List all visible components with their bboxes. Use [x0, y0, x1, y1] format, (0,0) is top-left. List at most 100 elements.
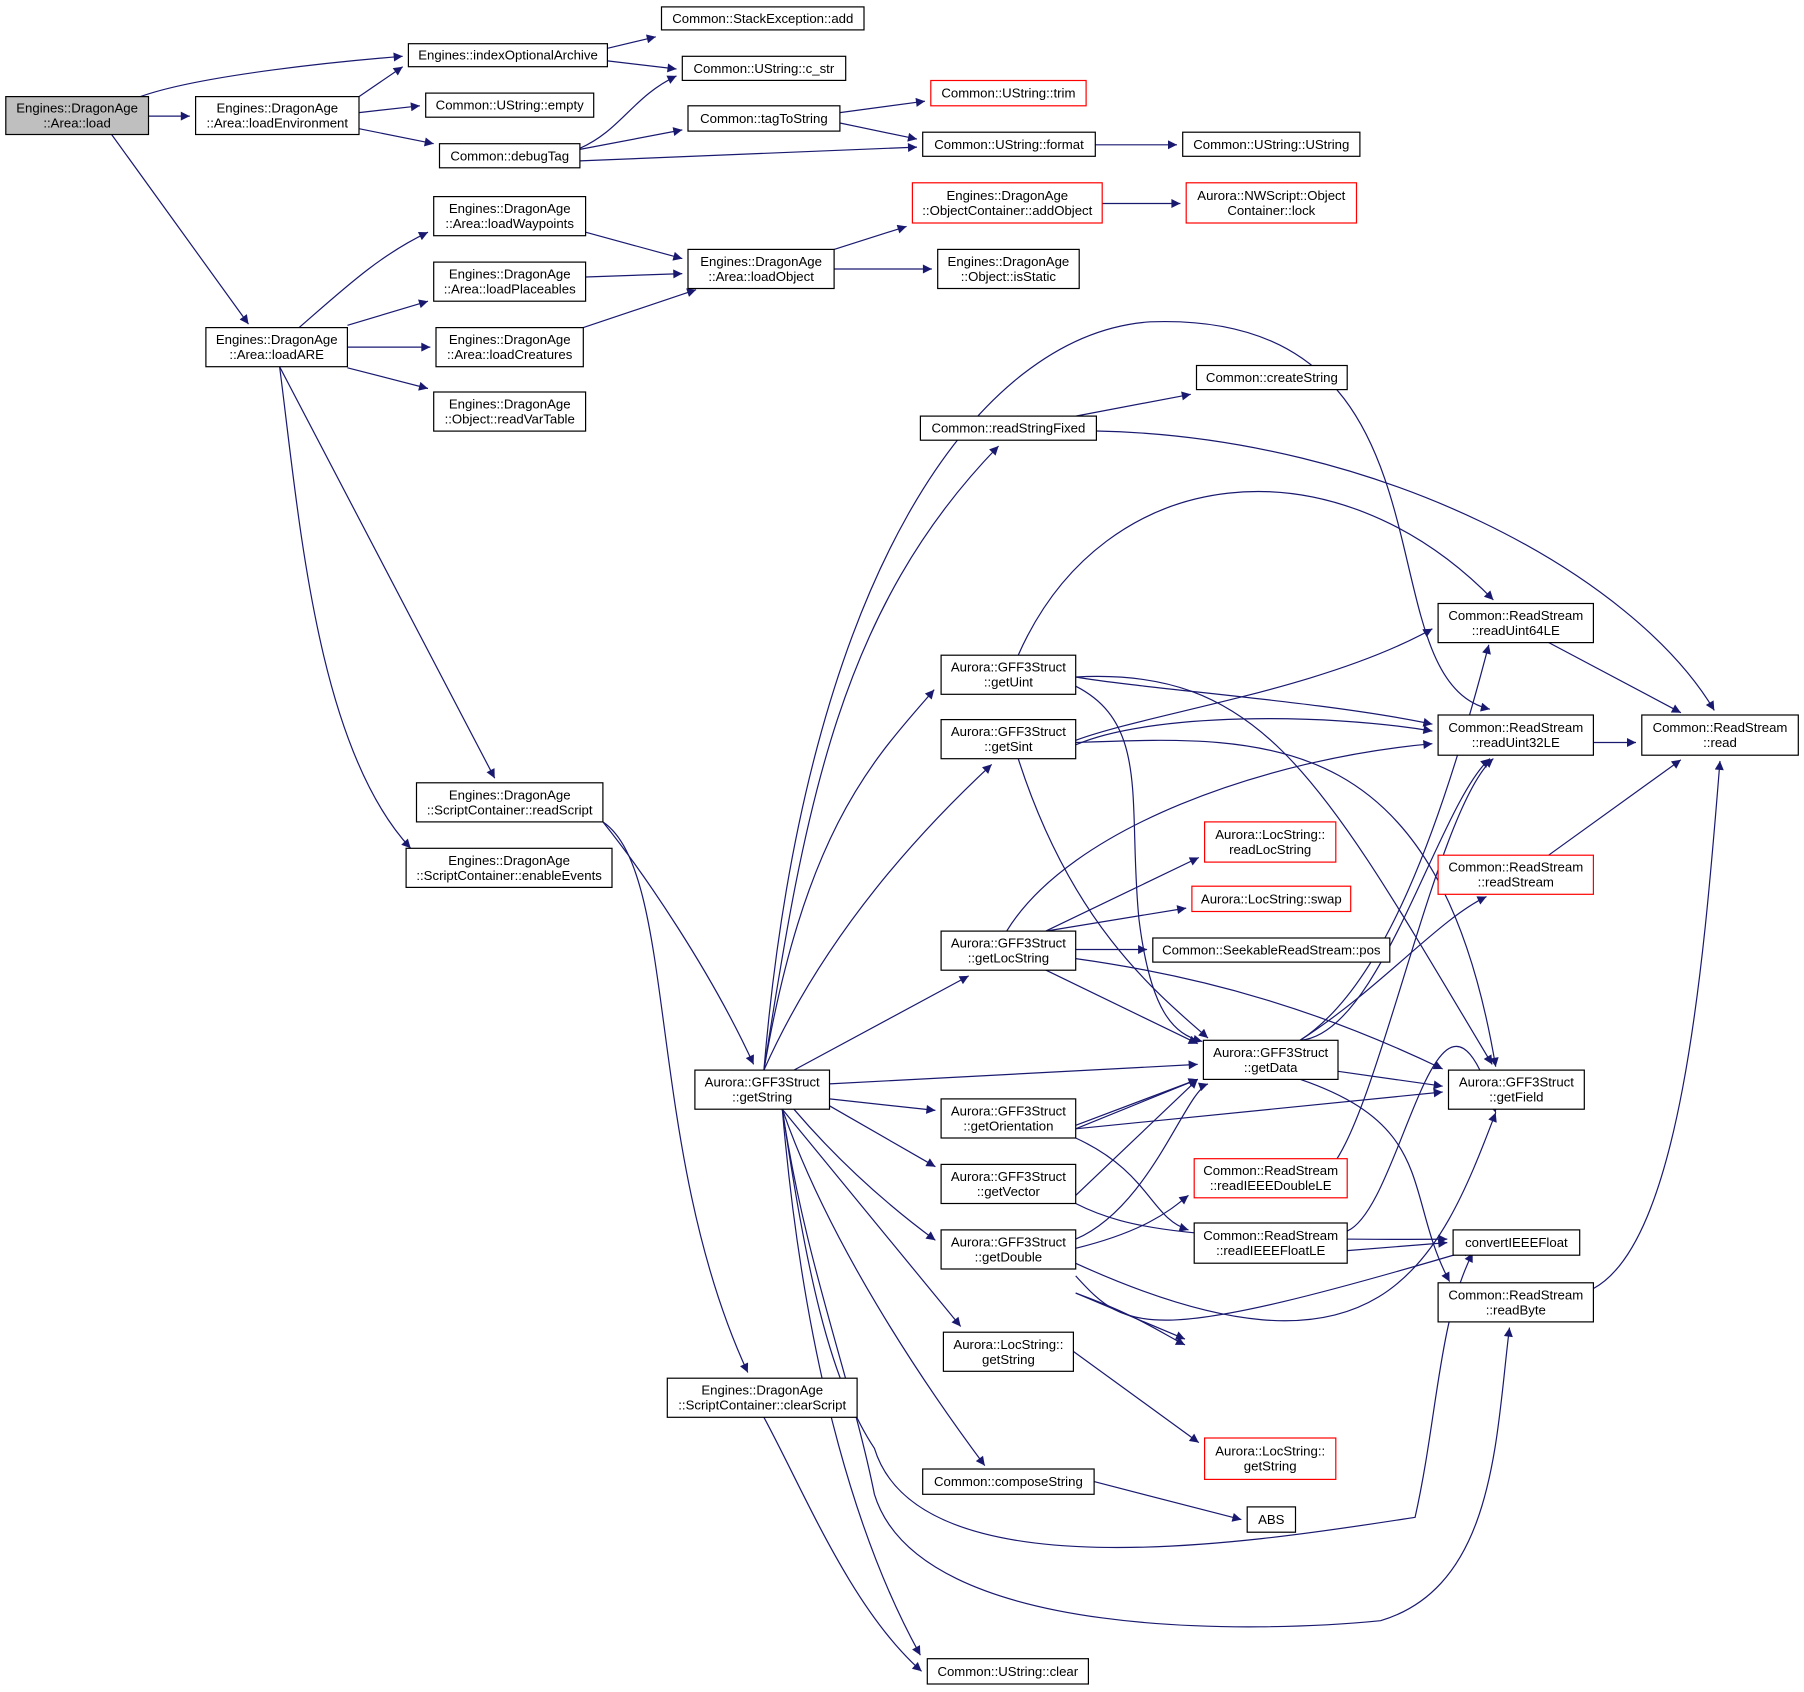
node-loadenv[interactable]: Engines::DragonAge::Area::loadEnvironmen… [195, 95, 360, 136]
node-box[interactable] [1437, 714, 1594, 756]
node-composestring[interactable]: Common::composeString [922, 1468, 1095, 1495]
node-box[interactable] [1193, 1158, 1348, 1199]
node-box[interactable] [5, 95, 150, 136]
node-clear[interactable]: Common::UString::clear [926, 1658, 1089, 1685]
node-box[interactable] [1203, 1437, 1337, 1481]
node-locgetstring1[interactable]: Aurora::LocString::getString [942, 1331, 1075, 1372]
node-box[interactable] [940, 1098, 1077, 1139]
node-abs[interactable]: ABS [1246, 1506, 1297, 1533]
node-box[interactable] [425, 92, 595, 118]
node-box[interactable] [1203, 821, 1337, 863]
node-box[interactable] [1193, 1222, 1348, 1264]
node-box[interactable] [687, 105, 841, 132]
node-createstring[interactable]: Common::createString [1195, 364, 1348, 391]
node-enableevents[interactable]: Engines::DragonAge::ScriptContainer::ena… [405, 847, 613, 888]
node-readvartable[interactable]: Engines::DragonAge::Object::readVarTable [433, 391, 587, 432]
node-cstr[interactable]: Common::UString::c_str [681, 55, 847, 81]
node-box[interactable] [1437, 602, 1594, 644]
node-box[interactable] [940, 930, 1077, 971]
node-read[interactable]: Common::ReadStream::read [1641, 714, 1799, 756]
node-format[interactable]: Common::UString::format [922, 131, 1096, 157]
node-box[interactable] [1191, 885, 1352, 913]
node-convertfloat[interactable]: convertIEEEFloat [1452, 1229, 1581, 1256]
node-getuint[interactable]: Aurora::GFF3Struct::getUint [940, 654, 1077, 695]
node-readuint64[interactable]: Common::ReadStream::readUint64LE [1437, 602, 1594, 644]
node-box[interactable] [1437, 1282, 1594, 1323]
node-empty[interactable]: Common::UString::empty [425, 92, 595, 118]
node-box[interactable] [1185, 182, 1358, 224]
node-box[interactable] [435, 327, 584, 368]
node-tagtostring[interactable]: Common::tagToString [687, 105, 841, 132]
node-box[interactable] [694, 1069, 831, 1110]
node-getlocstring[interactable]: Aurora::GFF3Struct::getLocString [940, 930, 1077, 971]
node-ustring[interactable]: Common::UString::UString [1182, 131, 1361, 157]
node-getvector[interactable]: Aurora::GFF3Struct::getVector [940, 1163, 1077, 1205]
node-loadwaypoints[interactable]: Engines::DragonAge::Area::loadWaypoints [433, 196, 587, 237]
node-trim[interactable]: Common::UString::trim [930, 79, 1087, 107]
node-readlocstring[interactable]: Aurora::LocString::readLocString [1203, 821, 1337, 863]
node-box[interactable] [1447, 1069, 1585, 1110]
node-clearscript[interactable]: Engines::DragonAge::ScriptContainer::cle… [666, 1377, 858, 1418]
node-box[interactable] [666, 1377, 858, 1418]
node-box[interactable] [415, 782, 604, 823]
node-swap[interactable]: Aurora::LocString::swap [1191, 885, 1352, 913]
node-indexopt[interactable]: Engines::indexOptionalArchive [407, 43, 608, 68]
node-getdata[interactable]: Aurora::GFF3Struct::getData [1202, 1039, 1339, 1081]
node-box[interactable] [940, 654, 1077, 695]
node-box[interactable] [1246, 1506, 1297, 1533]
node-box[interactable] [438, 143, 581, 169]
node-box[interactable] [681, 55, 847, 81]
node-lock[interactable]: Aurora::NWScript::ObjectContainer::lock [1185, 182, 1358, 224]
node-stackadd[interactable]: Common::StackException::add [660, 6, 865, 31]
node-box[interactable] [940, 718, 1077, 760]
node-debugtag[interactable]: Common::debugTag [438, 143, 581, 169]
node-readuint32[interactable]: Common::ReadStream::readUint32LE [1437, 714, 1594, 756]
node-box[interactable] [1182, 131, 1361, 157]
node-getsint[interactable]: Aurora::GFF3Struct::getSint [940, 718, 1077, 760]
node-box[interactable] [926, 1658, 1089, 1685]
node-readieeefloat[interactable]: Common::ReadStream::readIEEEFloatLE [1193, 1222, 1348, 1264]
node-getorientation[interactable]: Aurora::GFF3Struct::getOrientation [940, 1098, 1077, 1139]
node-readieeedouble[interactable]: Common::ReadStream::readIEEEDoubleLE [1193, 1158, 1348, 1199]
node-pos[interactable]: Common::SeekableReadStream::pos [1152, 937, 1391, 963]
node-loadplaceables[interactable]: Engines::DragonAge::Area::loadPlaceables [433, 261, 587, 302]
node-getstring[interactable]: Aurora::GFF3Struct::getString [694, 1069, 831, 1110]
node-box[interactable] [1195, 364, 1348, 391]
node-box[interactable] [940, 1229, 1077, 1270]
node-box[interactable] [911, 182, 1103, 224]
node-box[interactable] [922, 131, 1096, 157]
node-box[interactable] [433, 391, 587, 432]
node-box[interactable] [1437, 854, 1594, 895]
node-box[interactable] [919, 415, 1098, 441]
node-box[interactable] [1152, 937, 1391, 963]
node-getdouble[interactable]: Aurora::GFF3Struct::getDouble [940, 1229, 1077, 1270]
node-isstatic[interactable]: Engines::DragonAge::Object::isStatic [937, 248, 1080, 290]
node-box[interactable] [205, 327, 348, 368]
node-readscript[interactable]: Engines::DragonAge::ScriptContainer::rea… [415, 782, 604, 823]
node-loadare[interactable]: Engines::DragonAge::Area::loadARE [205, 327, 348, 368]
node-loadobject[interactable]: Engines::DragonAge::Area::loadObject [687, 248, 835, 290]
node-box[interactable] [407, 43, 608, 68]
node-readbyte[interactable]: Common::ReadStream::readByte [1437, 1282, 1594, 1323]
node-box[interactable] [1202, 1039, 1339, 1081]
node-box[interactable] [922, 1468, 1095, 1495]
node-box[interactable] [660, 6, 865, 31]
node-box[interactable] [433, 196, 587, 237]
node-box[interactable] [930, 79, 1087, 107]
node-readstream[interactable]: Common::ReadStream::readStream [1437, 854, 1594, 895]
node-box[interactable] [195, 95, 360, 136]
node-loadcreatures[interactable]: Engines::DragonAge::Area::loadCreatures [435, 327, 584, 368]
node-box[interactable] [433, 261, 587, 302]
node-box[interactable] [937, 248, 1080, 290]
node-box[interactable] [940, 1163, 1077, 1205]
node-box[interactable] [1641, 714, 1799, 756]
node-locgetstring2[interactable]: Aurora::LocString::getString [1203, 1437, 1337, 1481]
node-load[interactable]: Engines::DragonAge::Area::load [5, 95, 150, 136]
node-box[interactable] [405, 847, 613, 888]
node-box[interactable] [942, 1331, 1075, 1372]
node-getfield[interactable]: Aurora::GFF3Struct::getField [1447, 1069, 1585, 1110]
node-box[interactable] [687, 248, 835, 290]
node-box[interactable] [1452, 1229, 1581, 1256]
node-readstringfixed[interactable]: Common::readStringFixed [919, 415, 1098, 441]
node-addobject[interactable]: Engines::DragonAge::ObjectContainer::add… [911, 182, 1103, 224]
